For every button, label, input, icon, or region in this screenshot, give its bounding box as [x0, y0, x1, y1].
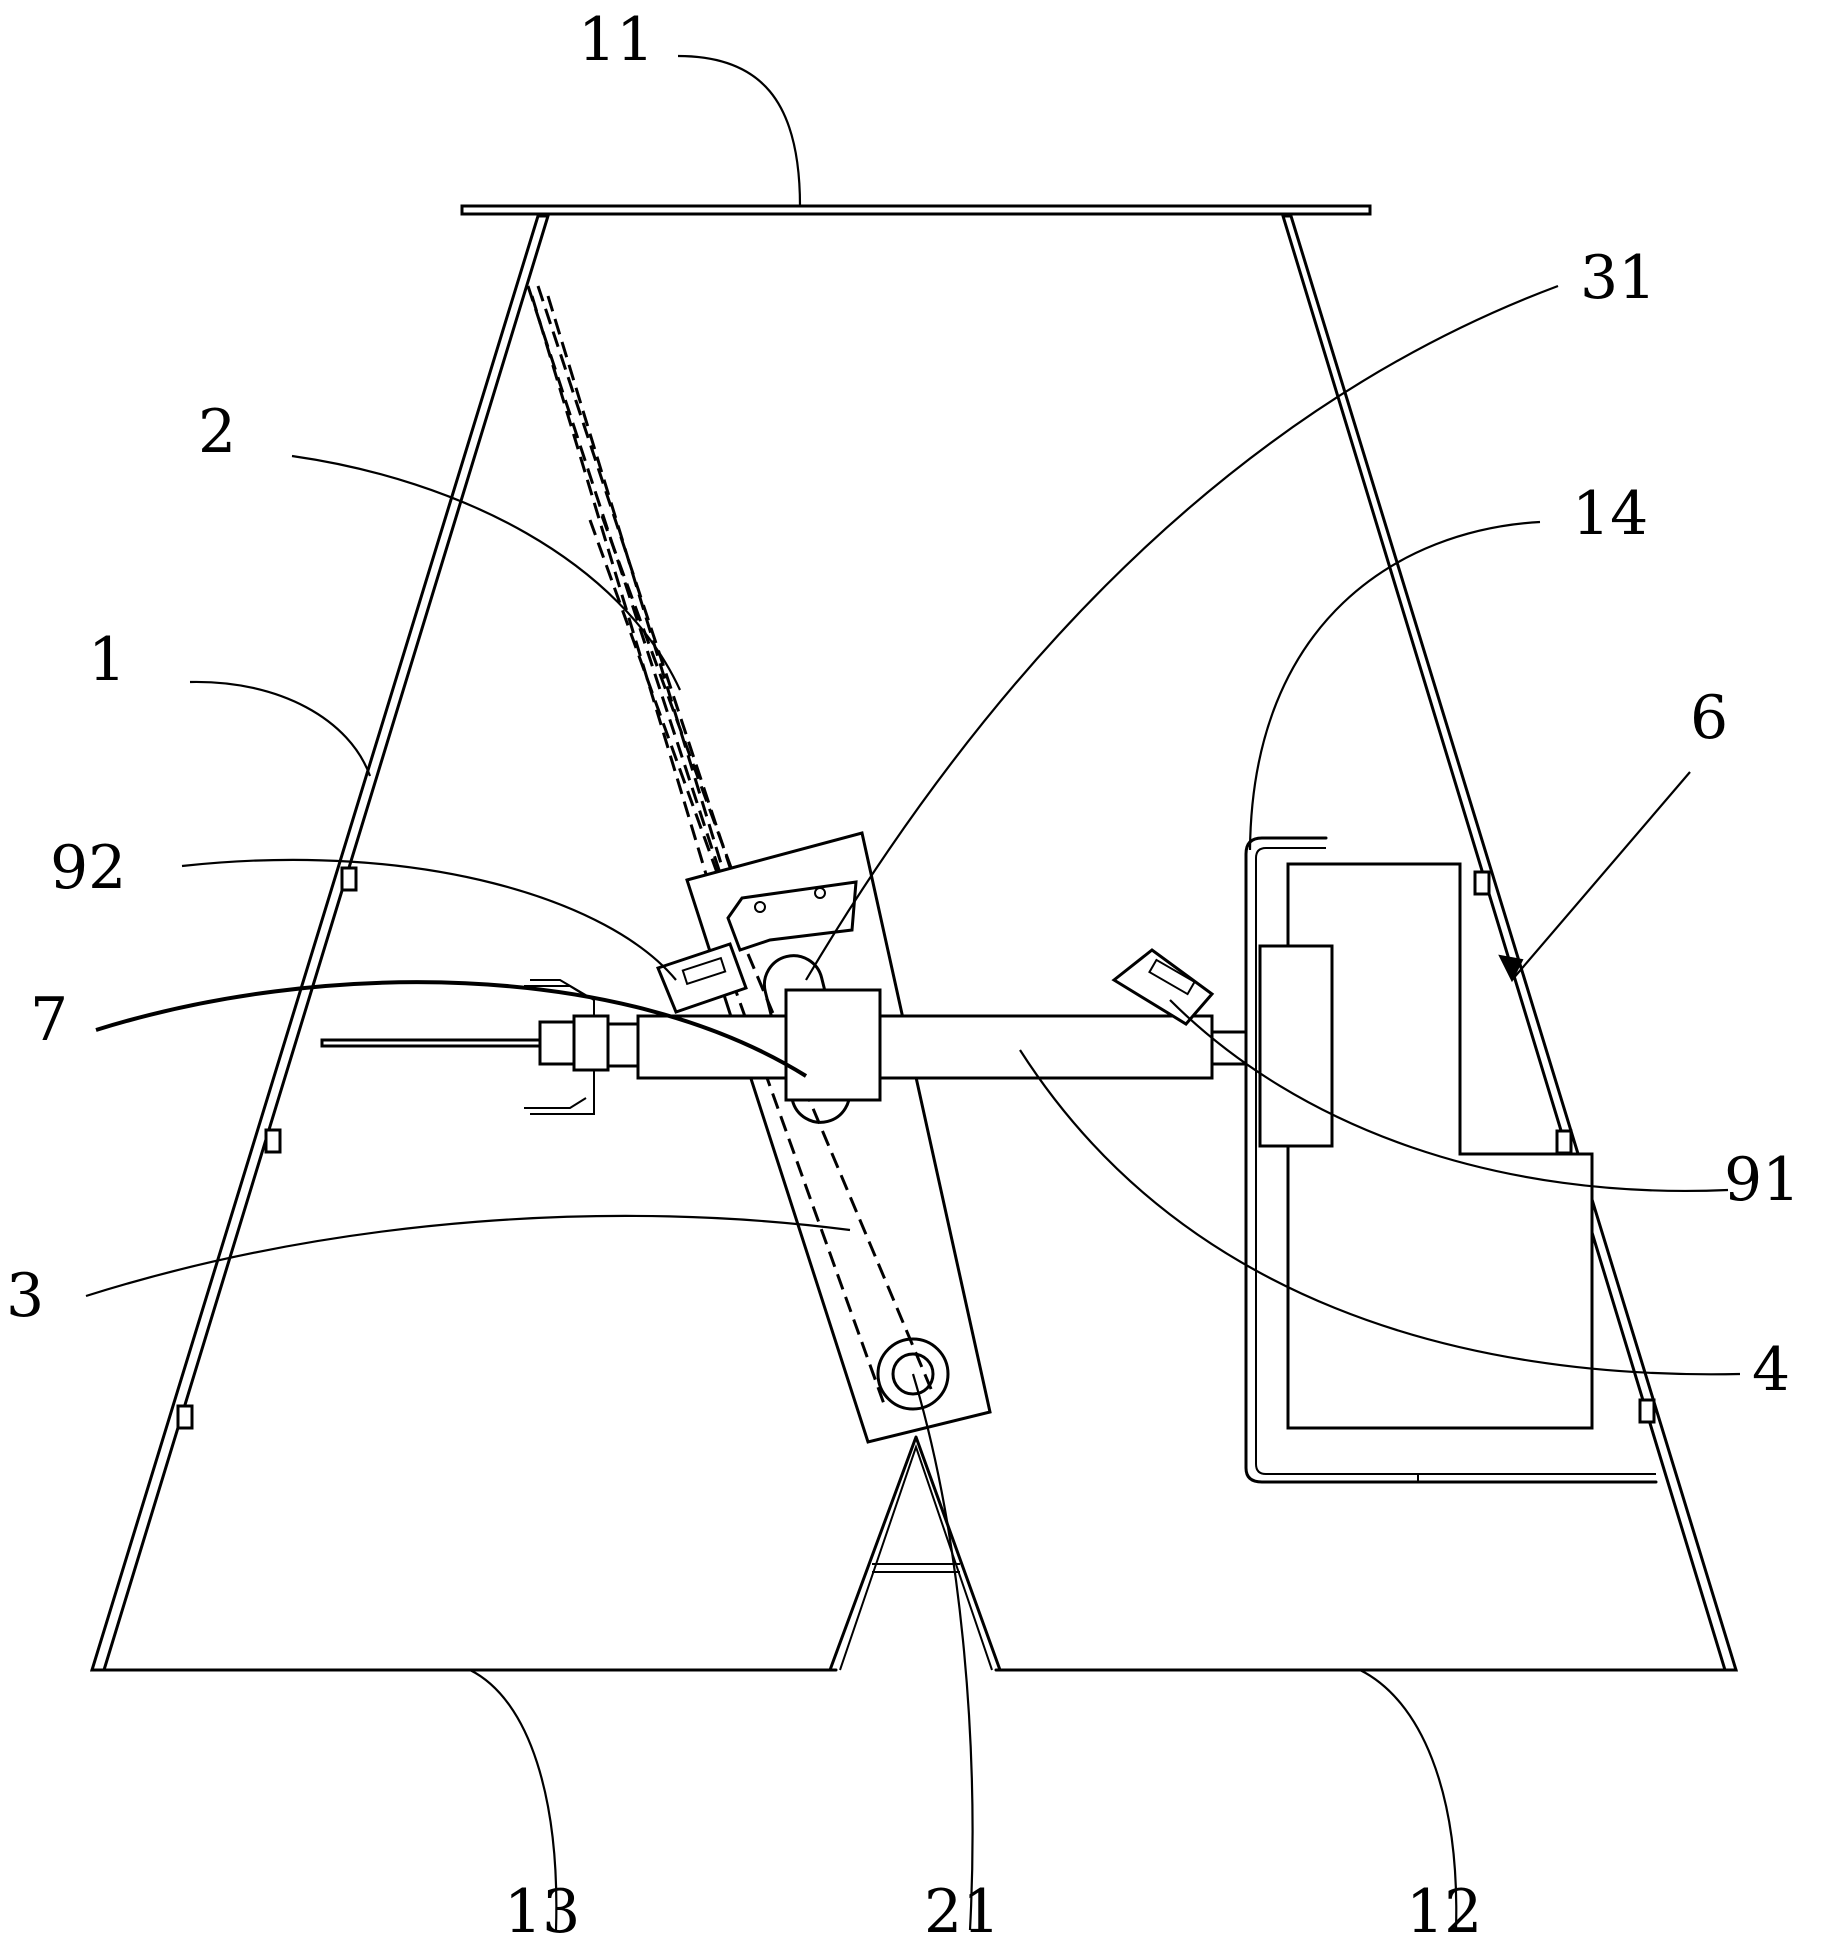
label-4: 4	[1752, 1335, 1790, 1405]
label-7: 7	[30, 985, 68, 1055]
label-2: 2	[198, 397, 236, 467]
label-13: 13	[504, 1877, 580, 1941]
actuator	[320, 979, 1248, 1115]
top-plate	[460, 204, 1372, 216]
right-housing	[1244, 836, 1658, 1484]
label-91: 91	[1724, 1145, 1800, 1215]
label-3: 3	[6, 1261, 44, 1331]
swing-arm-dashed	[526, 285, 908, 1406]
label-92: 92	[50, 833, 126, 903]
label-1: 1	[88, 625, 126, 695]
label-31: 31	[1580, 243, 1656, 313]
label-11: 11	[578, 5, 654, 75]
sensor-92	[656, 942, 748, 1014]
inclined-plate	[685, 831, 992, 1444]
leader-lines	[85, 54, 1741, 1931]
label-12: 12	[1406, 1877, 1482, 1941]
label-6: 6	[1690, 683, 1728, 753]
sensor-91	[1111, 948, 1215, 1026]
label-14: 14	[1572, 479, 1648, 549]
reference-labels: 11 31 2 14 1 6 92 7 91 3 4 13 21 12	[6, 5, 1800, 1941]
label-21: 21	[924, 1877, 1000, 1941]
frame-outline	[89, 214, 1739, 1672]
